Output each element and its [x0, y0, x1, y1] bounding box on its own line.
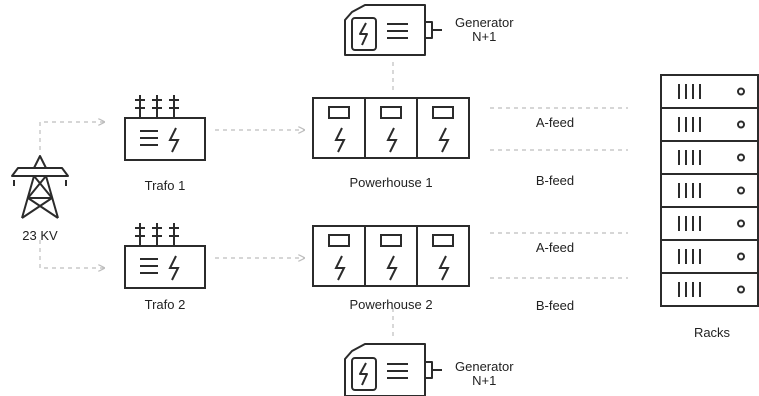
racks-label: Racks	[693, 325, 731, 340]
generator-bottom-label: Generator N+1	[455, 360, 514, 388]
bfeed-label-1: B-feed	[535, 173, 575, 188]
bfeed-label-2: B-feed	[535, 298, 575, 313]
server-unit	[678, 216, 745, 231]
powerhouse2-label: Powerhouse 2	[349, 297, 433, 312]
generator-bottom-label-line2: N+1	[472, 373, 497, 388]
generator-top-label: Generator N+1	[455, 16, 514, 44]
connectors	[39, 62, 628, 340]
generator-bottom-label-line1: Generator	[455, 359, 514, 374]
generator-top-label-line1: Generator	[455, 15, 514, 30]
afeed-label-1: A-feed	[535, 115, 575, 130]
generator-icon	[344, 343, 442, 396]
transformer-icon	[124, 223, 206, 289]
server-unit	[678, 183, 745, 198]
generator-icon	[344, 4, 442, 56]
generator-top-label-line2: N+1	[472, 29, 497, 44]
afeed-label-2: A-feed	[535, 240, 575, 255]
transmission-tower-icon	[11, 155, 69, 219]
trafo2-label: Trafo 2	[144, 297, 186, 312]
powerhouse-icon	[312, 97, 470, 159]
server-unit	[678, 150, 745, 165]
connector-tower-trafo2	[39, 240, 104, 268]
powerhouse-icon	[312, 225, 470, 287]
server-unit	[678, 117, 745, 132]
server-rack-icon	[660, 74, 759, 307]
tower-label: 23 KV	[22, 228, 58, 243]
server-unit	[678, 282, 745, 297]
powerhouse1-label: Powerhouse 1	[349, 175, 433, 190]
server-unit	[678, 84, 745, 99]
connector-tower-trafo1	[39, 122, 104, 150]
server-unit	[678, 249, 745, 264]
trafo1-label: Trafo 1	[144, 178, 186, 193]
transformer-icon	[124, 95, 206, 161]
